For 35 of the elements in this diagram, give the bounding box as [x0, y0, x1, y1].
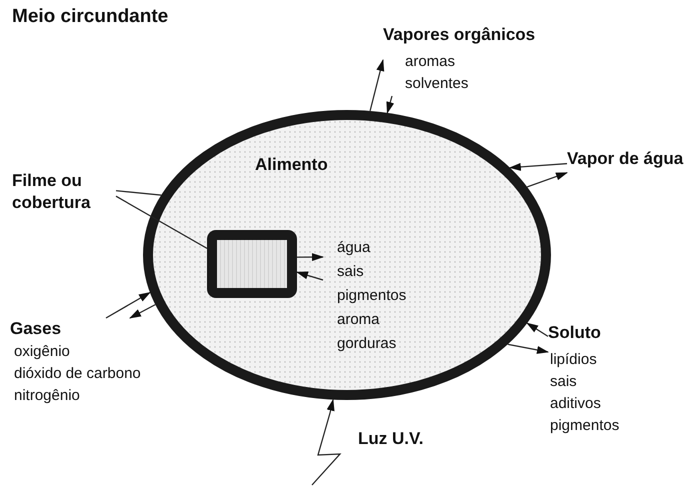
label-heading: Soluto — [548, 322, 602, 344]
label-heading: Vapores orgânicos — [383, 24, 536, 46]
label-heading: Vapor de água — [567, 148, 684, 170]
arrow — [297, 253, 324, 262]
item-text: água — [337, 238, 370, 258]
arrow — [106, 292, 151, 319]
arrow — [526, 322, 548, 337]
item-text: solventes — [405, 74, 468, 94]
item-text: lipídios — [550, 350, 597, 370]
arrow — [370, 59, 384, 112]
label-heading: Filme ou cobertura — [12, 170, 92, 214]
item-text: gorduras — [337, 334, 396, 354]
item-text: oxigênio — [14, 342, 70, 362]
item-text: nitrogênio — [14, 386, 80, 406]
leader-line — [116, 190, 162, 196]
arrow — [296, 272, 324, 281]
item-text: aditivos — [550, 394, 601, 414]
item-text: aroma — [337, 310, 380, 330]
arrow — [526, 172, 568, 188]
heading: Meio circundante — [12, 6, 168, 28]
arrow — [508, 344, 549, 354]
label-heading: Gases — [10, 318, 62, 340]
food-label: Alimento — [255, 154, 328, 176]
arrow — [386, 96, 394, 114]
arrow — [508, 162, 568, 171]
lightning-arrow — [312, 398, 342, 486]
arrow — [129, 304, 156, 319]
item-text: dióxido de carbono — [14, 364, 141, 384]
item-text: pigmentos — [550, 416, 620, 436]
leader-line — [116, 196, 208, 249]
item-text: sais — [550, 372, 577, 392]
item-text: pigmentos — [337, 286, 406, 306]
item-text: aromas — [405, 52, 456, 72]
item-text: sais — [337, 262, 364, 282]
edge-label: Luz U.V. — [358, 428, 424, 450]
